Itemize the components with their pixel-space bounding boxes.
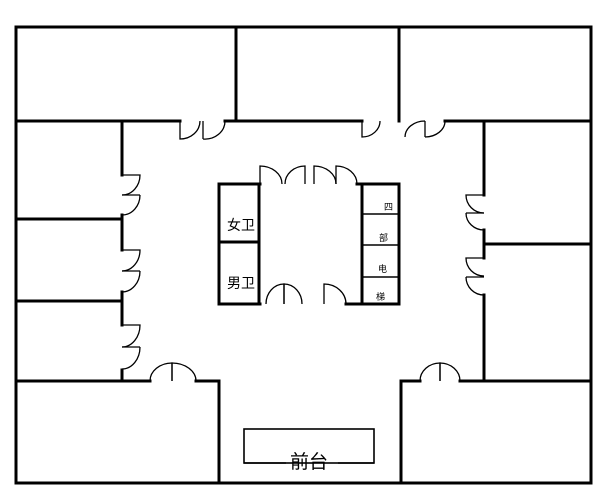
outer-wall [14,25,593,485]
right-offices [399,119,593,485]
reception-desk [243,428,375,464]
central-core [217,182,401,306]
men-restroom-label: 男卫 [227,276,255,292]
elevator-label-2: 部 [379,232,388,244]
door-swings [121,120,485,382]
elevator-label-4: 梯 [376,291,385,303]
reception-label: 前台 [290,451,328,473]
top-offices [14,25,593,123]
elevator-label-3: 电 [378,263,387,275]
elevator-label-1: 四 [384,203,393,213]
women-restroom-label: 女卫 [227,217,255,234]
left-offices [14,119,221,485]
